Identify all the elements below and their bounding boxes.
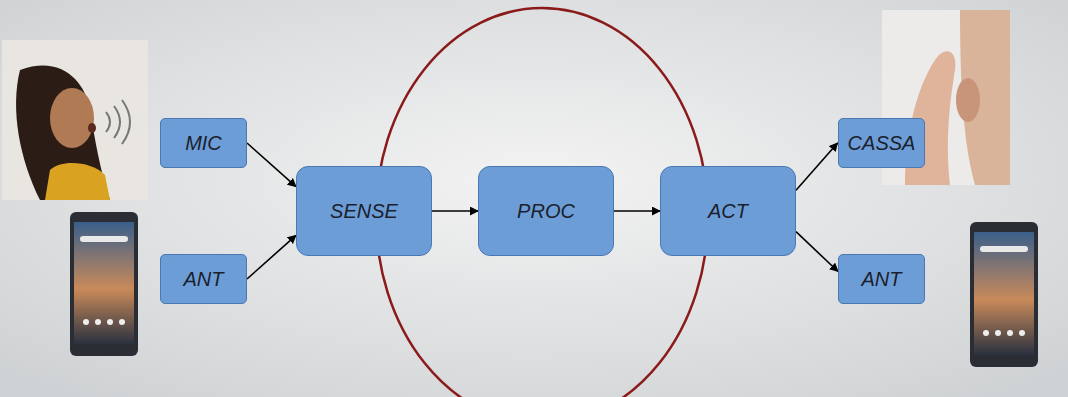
box-label: ANT (184, 268, 224, 291)
speaking-woman-picture (2, 40, 148, 200)
box-label: MIC (185, 132, 222, 155)
box-label: ANT (862, 268, 902, 291)
arrow-connector (432, 210, 478, 212)
arrow-connector (796, 143, 838, 190)
process-box: PROC (478, 166, 614, 256)
smartphone-picture (970, 222, 1038, 367)
smartphone-picture (70, 212, 138, 356)
output-box: ANT (838, 254, 925, 304)
box-label: ACT (708, 200, 748, 223)
arrow-connector (614, 210, 660, 212)
input-box: MIC (160, 118, 247, 168)
arrow-connector (247, 143, 296, 187)
box-label: CASSA (848, 132, 916, 155)
box-label: PROC (517, 200, 575, 223)
arrow-connector (247, 235, 296, 279)
output-box: CASSA (838, 118, 926, 168)
process-box: ACT (660, 166, 796, 256)
input-box: ANT (160, 254, 247, 304)
arrow-connector (796, 232, 838, 272)
process-box: SENSE (296, 166, 432, 256)
box-label: SENSE (330, 200, 398, 223)
